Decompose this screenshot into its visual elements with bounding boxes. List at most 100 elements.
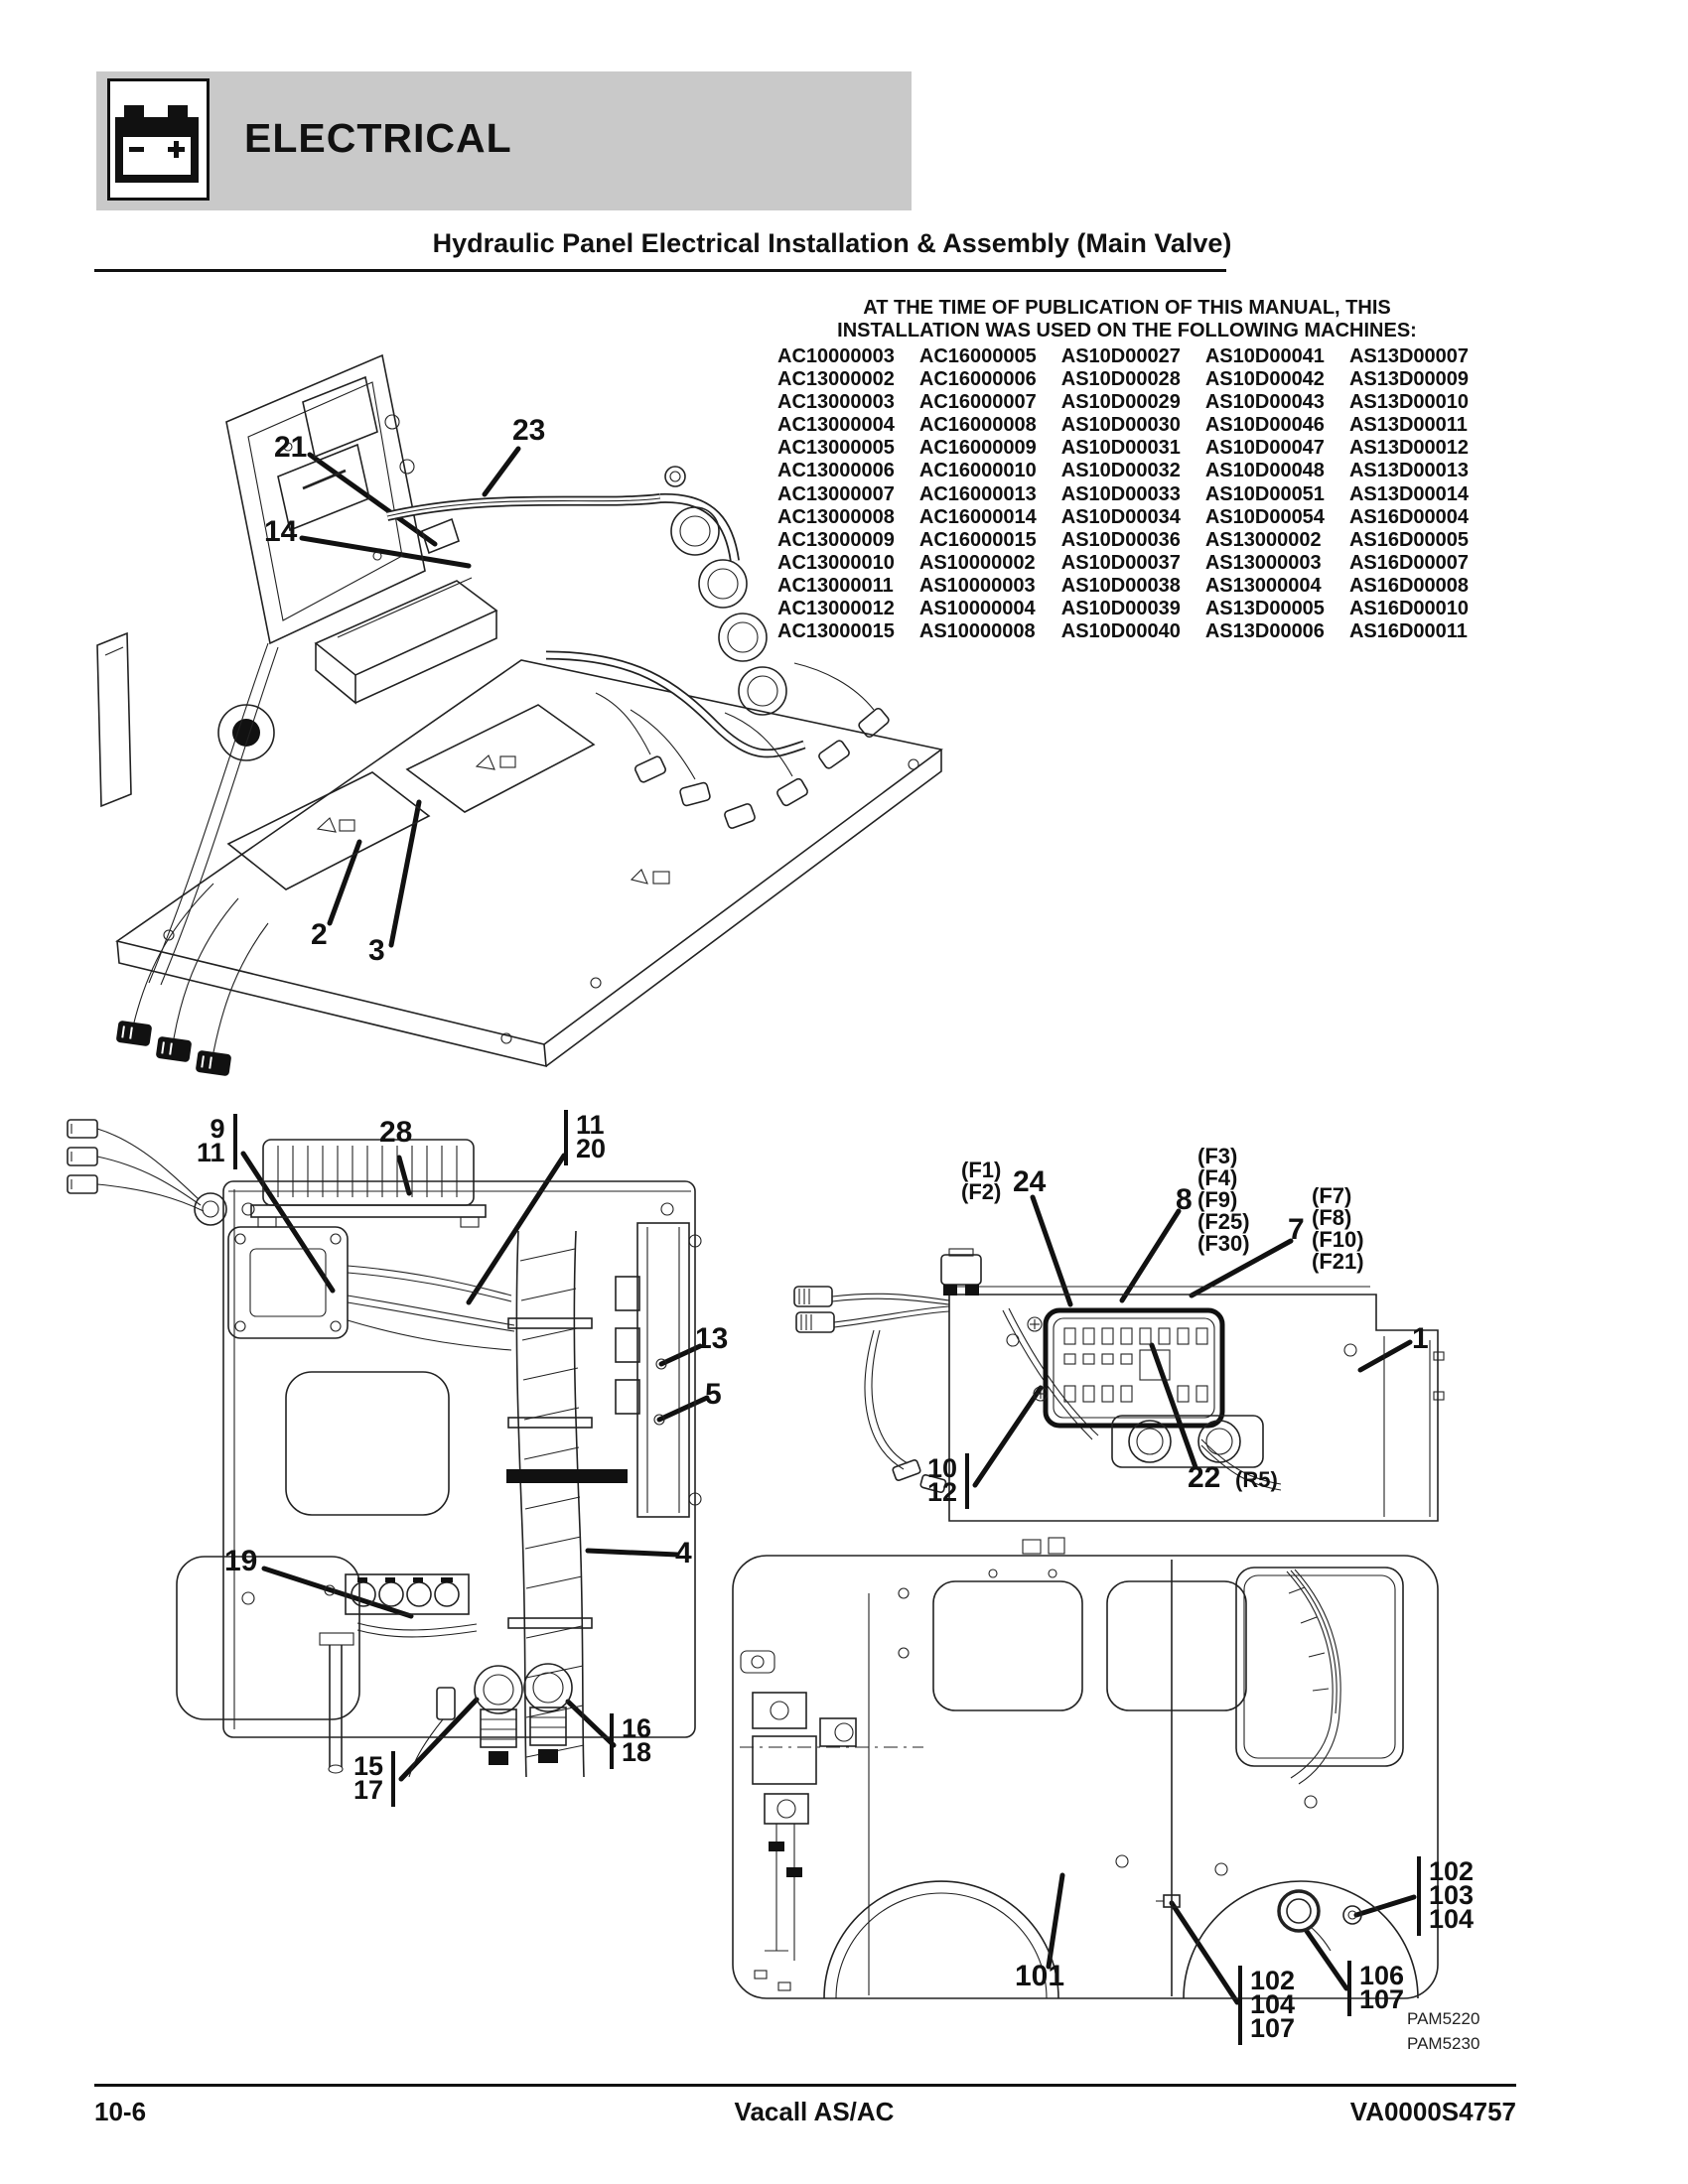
callout-9-11: 9 11 xyxy=(197,1114,237,1169)
machine-serial: AS10D00034 xyxy=(1060,505,1181,528)
machine-serial: AS13000004 xyxy=(1204,574,1322,597)
machine-serial: AC13000008 xyxy=(777,505,895,528)
machine-serial: AC13000005 xyxy=(777,437,895,460)
footer-document-number: VA0000S4757 xyxy=(1349,2097,1516,2126)
machine-serial: AC13000006 xyxy=(777,460,895,482)
machine-serial: AC16000006 xyxy=(918,368,1037,391)
panel-front-diagram xyxy=(67,1119,710,1782)
machine-serial: AS10D00032 xyxy=(1060,460,1181,482)
machine-serial: AS13D00005 xyxy=(1204,598,1325,620)
callout-14: 14 xyxy=(264,515,298,548)
machine-serial: AC13000015 xyxy=(777,620,895,643)
machine-serial: AS10D00039 xyxy=(1060,598,1181,620)
callout-28: 28 xyxy=(379,1116,413,1149)
machine-serial: AS13D00013 xyxy=(1348,460,1470,482)
callout-7: 7 xyxy=(1288,1213,1305,1246)
footer-rule xyxy=(94,2084,1516,2087)
machine-serial: AC16000008 xyxy=(918,414,1037,437)
callout-10-12: 10 12 xyxy=(927,1453,970,1509)
machine-serial: AS10D00037 xyxy=(1060,551,1181,574)
machine-serial: AS10D00038 xyxy=(1060,574,1181,597)
callout-21: 21 xyxy=(274,431,308,464)
machine-serial: AC16000005 xyxy=(918,345,1037,367)
machine-serial: AS10D00033 xyxy=(1060,482,1181,505)
footer-page-number: 10-6 xyxy=(94,2097,147,2126)
machine-serial: AC16000009 xyxy=(918,437,1037,460)
machine-serial: AS10D00042 xyxy=(1204,368,1325,391)
machine-serial: AS13D00011 xyxy=(1348,414,1468,437)
machine-serial: AS10D00031 xyxy=(1060,437,1181,460)
machine-serial: AS13D00006 xyxy=(1204,620,1325,643)
machine-serial: AC13000004 xyxy=(777,414,895,437)
callout-4: 4 xyxy=(675,1537,692,1570)
machine-serial: AS10D00054 xyxy=(1204,505,1325,528)
page-title: Hydraulic Panel Electrical Installation … xyxy=(432,228,1232,258)
callout-15-17: 15 17 xyxy=(353,1751,396,1807)
machine-serial: AC13000011 xyxy=(777,574,894,597)
callout-16-18: 16 18 xyxy=(610,1713,651,1769)
machine-serial: AC13000003 xyxy=(777,391,895,414)
machine-serial: AC13000010 xyxy=(777,551,895,574)
callout-r5: (R5) xyxy=(1235,1467,1278,1492)
machine-serial: AS10D00043 xyxy=(1204,391,1325,414)
machine-serial: AS10D00048 xyxy=(1204,460,1325,482)
callout-24: 24 xyxy=(1013,1165,1047,1198)
machine-serial: AS16D00010 xyxy=(1348,598,1470,620)
machine-serial: AS10D00041 xyxy=(1204,345,1325,367)
callout-22: 22 xyxy=(1188,1461,1221,1494)
machine-serial: AS10D00027 xyxy=(1060,345,1181,367)
machine-serial: AC13000002 xyxy=(777,368,895,391)
machine-serial: AS10000003 xyxy=(918,574,1036,597)
callout-3: 3 xyxy=(368,934,385,967)
photo-ref-pam5220: PAM5220 xyxy=(1407,2009,1480,2028)
machine-serial: AS10D00040 xyxy=(1060,620,1181,643)
machine-serial: AS10000002 xyxy=(918,551,1036,574)
machine-serial: AC16000010 xyxy=(918,460,1037,482)
callout-102-103-104: 102 103 104 xyxy=(1417,1856,1474,1936)
callout-8: 8 xyxy=(1176,1183,1193,1216)
section-header-band xyxy=(96,71,912,210)
machine-serial: AS10D00051 xyxy=(1204,482,1325,505)
machine-serial: AS16D00005 xyxy=(1348,528,1470,551)
machine-serial: AS13000002 xyxy=(1204,528,1322,551)
callout-5: 5 xyxy=(705,1378,722,1411)
machine-serial: AC13000007 xyxy=(777,482,895,505)
machine-serial: AC13000012 xyxy=(777,598,895,620)
battery-icon-art xyxy=(115,105,199,183)
machine-serial: AS13D00010 xyxy=(1348,391,1470,414)
callout-f1-f2: (F1) (F2) xyxy=(961,1158,1002,1204)
machine-serial: AS10000008 xyxy=(918,620,1036,643)
callout-19: 19 xyxy=(224,1545,258,1577)
installed-view-diagram xyxy=(732,1537,1439,2005)
machine-serial: AS10D00046 xyxy=(1204,414,1325,437)
machine-serial: AC16000013 xyxy=(918,482,1037,505)
machine-serial: AS10D00029 xyxy=(1060,391,1181,414)
title-rule xyxy=(94,269,1226,272)
battery-icon xyxy=(107,78,210,201)
machine-serial: AS16D00004 xyxy=(1348,505,1470,528)
machine-serial: AS10D00030 xyxy=(1060,414,1181,437)
callout-2: 2 xyxy=(311,918,328,951)
panel-top-diagram xyxy=(793,1194,1445,1522)
machine-serial: AS16D00008 xyxy=(1348,574,1470,597)
machines-note-line2: INSTALLATION WAS USED ON THE FOLLOWING M… xyxy=(837,320,1417,341)
main-assembly-diagram xyxy=(96,353,943,1076)
machine-serial: AS16D00007 xyxy=(1348,551,1470,574)
machine-serial: AS10D00028 xyxy=(1060,368,1181,391)
footer-model: Vacall AS/AC xyxy=(734,2097,895,2126)
machine-serial: AC13000009 xyxy=(777,528,895,551)
machines-note-line1: AT THE TIME OF PUBLICATION OF THIS MANUA… xyxy=(863,297,1391,319)
callout-23: 23 xyxy=(512,414,546,447)
machine-serial: AS10D00036 xyxy=(1060,528,1181,551)
callout-13: 13 xyxy=(695,1322,729,1355)
machine-serial: AS10000004 xyxy=(918,598,1036,620)
callout-f7-f21: (F7) (F8) (F10) (F21) xyxy=(1312,1183,1364,1274)
machine-serial: AS13D00012 xyxy=(1348,437,1470,460)
machine-serial: AS10D00047 xyxy=(1204,437,1325,460)
machine-serial: AS13D00009 xyxy=(1348,368,1470,391)
